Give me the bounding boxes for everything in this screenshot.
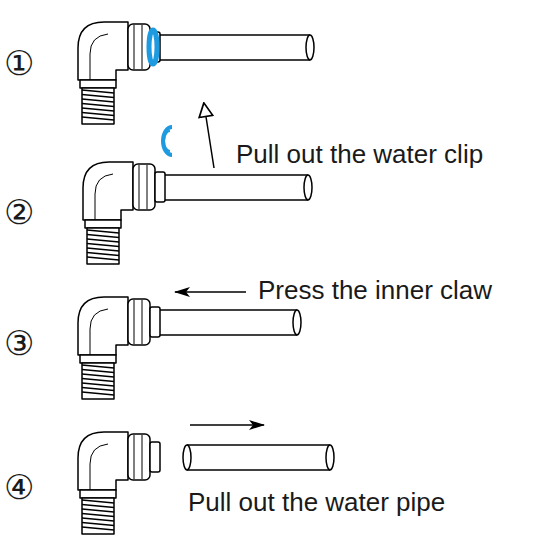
callout-number: ① xyxy=(4,44,54,83)
instruction-label: Pull out the water clip xyxy=(236,140,546,170)
callout-number: ③ xyxy=(4,324,54,363)
callout-number: ④ xyxy=(4,468,54,507)
instruction-label: Pull out the water pipe xyxy=(188,488,528,518)
instruction-label: Press the inner claw xyxy=(258,276,546,306)
callout-number: ② xyxy=(4,193,54,232)
